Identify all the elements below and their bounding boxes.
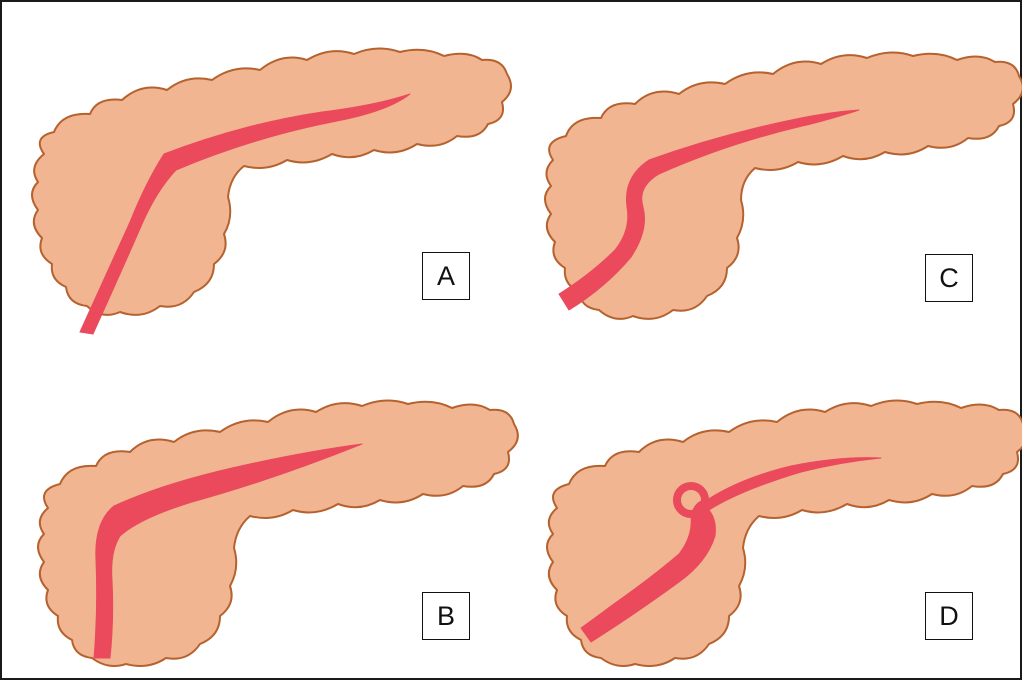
panel-label-b: B: [422, 592, 470, 640]
panel-label-d: D: [925, 592, 973, 640]
panel-label-a: A: [422, 252, 470, 300]
panel-a: A: [2, 2, 511, 340]
panel-label-c: C: [925, 254, 973, 302]
panel-b: B: [2, 340, 511, 678]
panel-c: C: [511, 2, 1020, 340]
panel-d: D: [511, 340, 1020, 678]
